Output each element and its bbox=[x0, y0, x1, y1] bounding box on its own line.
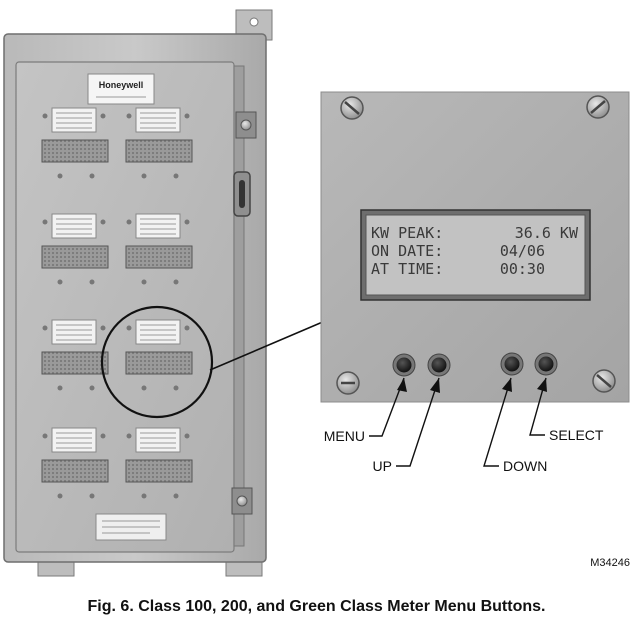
panel-screw-top-left bbox=[340, 96, 364, 120]
module-screw bbox=[100, 113, 106, 119]
lcd-screen bbox=[365, 214, 586, 296]
hinge-screw bbox=[240, 119, 252, 131]
lcd-line-3-label: AT TIME: bbox=[371, 260, 443, 278]
module-screw bbox=[184, 325, 190, 331]
lcd-line-2-label: ON DATE: bbox=[371, 242, 443, 260]
panel-screw-top-right bbox=[586, 95, 610, 119]
menu-leader-line bbox=[369, 377, 405, 437]
meter-enclosure: Honeywell bbox=[3, 9, 273, 577]
module-screw bbox=[42, 433, 48, 439]
down-button[interactable] bbox=[500, 352, 524, 376]
up-label: UP bbox=[373, 458, 392, 474]
module-screw bbox=[173, 493, 179, 499]
mounting-hole bbox=[249, 17, 259, 27]
figure-caption: Fig. 6. Class 100, 200, and Green Class … bbox=[87, 598, 546, 615]
hinge-screw bbox=[236, 495, 248, 507]
module-screw bbox=[141, 173, 147, 179]
module-screw bbox=[100, 325, 106, 331]
up-button[interactable] bbox=[427, 353, 451, 377]
lcd-line-2-value: 04/06 bbox=[500, 242, 545, 260]
lcd-line-1-value: 36.6 KW bbox=[515, 224, 579, 242]
module-screw bbox=[126, 325, 132, 331]
module-screw bbox=[100, 433, 106, 439]
brand-logo-text: Honeywell bbox=[99, 80, 144, 90]
module-screw bbox=[42, 113, 48, 119]
figure-code: M34246 bbox=[590, 557, 630, 569]
zoomed-meter-panel: KW PEAK: 36.6 KW ON DATE: 04/06 AT TIME:… bbox=[320, 91, 630, 403]
meter-lcd bbox=[41, 245, 109, 269]
menu-label: MENU bbox=[324, 428, 365, 444]
meter-module bbox=[41, 427, 109, 499]
module-screw bbox=[100, 219, 106, 225]
module-screw bbox=[173, 173, 179, 179]
module-screw bbox=[42, 219, 48, 225]
meter-module bbox=[125, 213, 193, 285]
module-screw bbox=[57, 385, 63, 391]
meter-module bbox=[41, 319, 109, 391]
meter-module bbox=[125, 427, 193, 499]
lcd-line-3-value: 00:30 bbox=[500, 260, 545, 278]
module-screw bbox=[173, 385, 179, 391]
meter-lcd bbox=[125, 459, 193, 483]
module-screw bbox=[57, 279, 63, 285]
meter-lcd bbox=[125, 245, 193, 269]
module-screw bbox=[173, 279, 179, 285]
module-screw bbox=[89, 279, 95, 285]
brand-label bbox=[87, 73, 155, 105]
select-button[interactable] bbox=[534, 352, 558, 376]
meter-lcd bbox=[125, 351, 193, 375]
module-screw bbox=[184, 113, 190, 119]
meter-module bbox=[41, 107, 109, 179]
meter-lcd bbox=[125, 139, 193, 163]
module-screw bbox=[141, 279, 147, 285]
meter-lcd bbox=[41, 139, 109, 163]
meter-module bbox=[125, 107, 193, 179]
module-screw bbox=[89, 385, 95, 391]
module-screw bbox=[184, 433, 190, 439]
meter-lcd bbox=[41, 459, 109, 483]
button-callouts: MENU UP DOWN SELECT bbox=[324, 377, 604, 474]
select-leader-line bbox=[529, 377, 547, 436]
select-leader-arrowhead bbox=[537, 378, 547, 392]
latch-slot bbox=[239, 180, 245, 208]
module-screw bbox=[57, 493, 63, 499]
module-screw bbox=[126, 113, 132, 119]
module-screw bbox=[57, 173, 63, 179]
panel-screw-bottom-right bbox=[592, 369, 616, 393]
meter-module bbox=[125, 319, 193, 391]
module-screw bbox=[89, 493, 95, 499]
up-leader-line bbox=[396, 377, 440, 467]
meter-modules bbox=[41, 107, 193, 499]
lcd-line-1-label: KW PEAK: bbox=[371, 224, 443, 242]
panel-screw-bottom-left bbox=[336, 371, 360, 395]
up-leader-arrowhead bbox=[430, 378, 440, 393]
module-screw bbox=[184, 219, 190, 225]
meter-module bbox=[41, 213, 109, 285]
select-label: SELECT bbox=[549, 427, 604, 443]
menu-leader-arrowhead bbox=[397, 378, 407, 392]
module-screw bbox=[126, 219, 132, 225]
zoom-pointer-line bbox=[209, 317, 333, 371]
module-screw bbox=[141, 493, 147, 499]
module-screw bbox=[89, 173, 95, 179]
door-hinge bbox=[233, 65, 245, 547]
menu-button[interactable] bbox=[392, 353, 416, 377]
module-screw bbox=[42, 325, 48, 331]
down-leader-arrowhead bbox=[502, 378, 512, 392]
down-leader-line bbox=[483, 377, 512, 467]
module-screw bbox=[141, 385, 147, 391]
meter-lcd bbox=[41, 351, 109, 375]
module-screw bbox=[126, 433, 132, 439]
magnifier-circle bbox=[100, 305, 214, 419]
down-label: DOWN bbox=[503, 458, 547, 474]
